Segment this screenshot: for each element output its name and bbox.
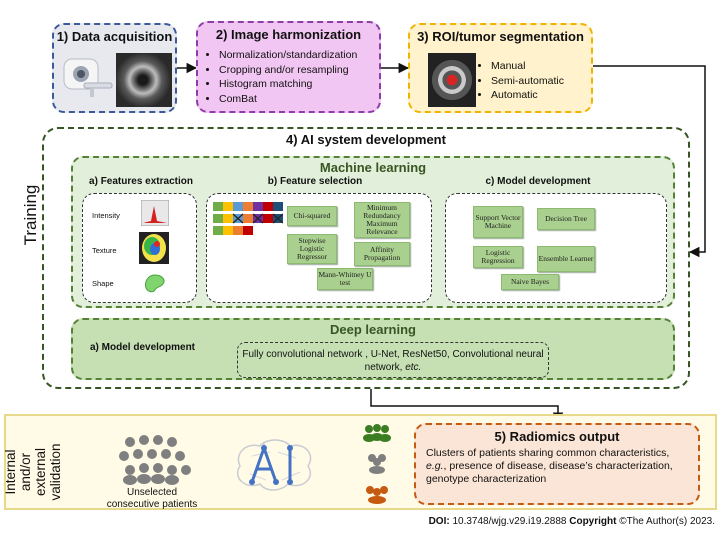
mri-scan-image: [116, 53, 172, 107]
model-chip: Logistic Regression: [473, 246, 523, 268]
patient-crowd-icon: [119, 435, 191, 485]
dl-model-development-title: a) Model development: [90, 342, 196, 353]
segmentation-item: Manual: [491, 59, 564, 74]
data-acquisition-box: 1) Data acquisition: [52, 23, 177, 113]
harmonization-item: Normalization/standardization: [219, 48, 379, 63]
harmonization-list: Normalization/standardization Cropping a…: [204, 48, 379, 106]
arrow-3-to-4: [593, 65, 706, 258]
radiomics-output-box: 5) Radiomics output Clusters of patients…: [414, 423, 700, 505]
patients-caption-line: consecutive patients: [106, 499, 198, 510]
patients-caption: Unselected consecutive patients: [92, 487, 212, 511]
footer-citation: DOI: 10.3748/wjg.v29.i19.2888 Copyright …: [429, 516, 715, 527]
validation-label-line: and/or: [18, 452, 33, 492]
method-chip: Mann-Whitney U test: [317, 268, 373, 290]
cluster-orange-icon: [366, 486, 388, 504]
method-chip: Affinity Propagation: [354, 242, 410, 266]
copyright-label: Copyright: [569, 516, 617, 527]
intensity-label: Intensity: [92, 211, 120, 220]
patients-caption-line: Unselected: [126, 487, 178, 498]
validation-label: Internal and/or external validation: [3, 427, 63, 517]
dl-models-text: Fully convolutional network , U-Net, Res…: [242, 349, 544, 373]
harmonization-item: Cropping and/or resampling: [219, 63, 379, 78]
validation-label-line: Internal: [3, 449, 18, 495]
features-extraction-box: Intensity Texture Shape: [82, 193, 197, 303]
texture-map-icon: [139, 232, 169, 264]
cluster-green-icon: [363, 424, 391, 442]
segmented-scan-image: [428, 53, 476, 107]
harmonization-item: Histogram matching: [219, 77, 379, 92]
model-development-title: c) Model development: [485, 176, 591, 187]
dl-models-box: Fully convolutional network , U-Net, Res…: [237, 342, 549, 378]
model-development-box: Support Vector Machine Decision Tree Log…: [445, 193, 667, 303]
segmentation-box: 3) ROI/tumor segmentation Manual Semi-au…: [408, 23, 593, 113]
feature-selection-box: Chi-squared Minimum Redundancy Maximum R…: [206, 193, 432, 303]
model-chip: Ensemble Learner: [537, 246, 595, 272]
radiomics-output-title: 5) Radiomics output: [494, 429, 620, 444]
segmentation-title: 3) ROI/tumor segmentation: [417, 29, 584, 44]
data-acquisition-title: 1) Data acquisition: [56, 29, 173, 44]
ai-logo-text: AI: [230, 436, 232, 437]
training-label: Training: [21, 184, 40, 246]
deep-learning-title: Deep learning: [330, 322, 416, 337]
cluster-grey-icon: [368, 454, 386, 474]
ai-development-title: 4) AI system development: [286, 132, 446, 147]
method-chip: Minimum Redundancy Maximum Relevance: [354, 202, 410, 238]
method-chip: Stepwise Logistic Regressor: [287, 234, 337, 264]
image-harmonization-box: 2) Image harmonization Normalization/sta…: [196, 21, 381, 113]
texture-label: Texture: [92, 246, 117, 255]
output-text-eg: e.g.: [426, 460, 444, 472]
doi-label: DOI:: [428, 516, 450, 527]
shape-blob-icon: [145, 274, 165, 293]
model-chip: Decision Tree: [537, 208, 595, 230]
features-extraction-title: a) Features extraction: [89, 176, 193, 187]
radiomics-output-text: Clusters of patients sharing common char…: [426, 447, 690, 486]
segmentation-item: Semi-automatic: [491, 74, 564, 89]
copyright-value: ©The Author(s) 2023.: [619, 516, 715, 527]
validation-label-line: validation: [48, 443, 63, 501]
output-text-part: , presence of disease, disease’s charact…: [426, 460, 673, 485]
validation-label-line: external: [33, 447, 48, 497]
model-chip: Naive Bayes: [501, 274, 559, 290]
model-chip: Support Vector Machine: [473, 206, 523, 238]
output-text-part: Clusters of patients sharing common char…: [426, 447, 670, 459]
doi-value: 10.3748/wjg.v29.i19.2888: [452, 516, 567, 527]
machine-learning-title: Machine learning: [319, 160, 427, 175]
segmentation-item: Automatic: [491, 88, 564, 103]
shape-label: Shape: [92, 279, 114, 288]
method-chip: Chi-squared: [287, 206, 337, 226]
ai-brain-icon: AI: [230, 436, 312, 491]
intensity-histogram-icon: [141, 200, 169, 226]
harmonization-item: ComBat: [219, 92, 379, 107]
image-harmonization-title: 2) Image harmonization: [215, 27, 362, 42]
mri-scanner-icon: [63, 58, 113, 97]
feature-selection-title: b) Feature selection: [267, 176, 363, 187]
dl-models-etc: etc.: [405, 362, 422, 373]
segmentation-list: Manual Semi-automatic Automatic: [476, 59, 564, 103]
feature-grid-icon: [213, 202, 283, 235]
